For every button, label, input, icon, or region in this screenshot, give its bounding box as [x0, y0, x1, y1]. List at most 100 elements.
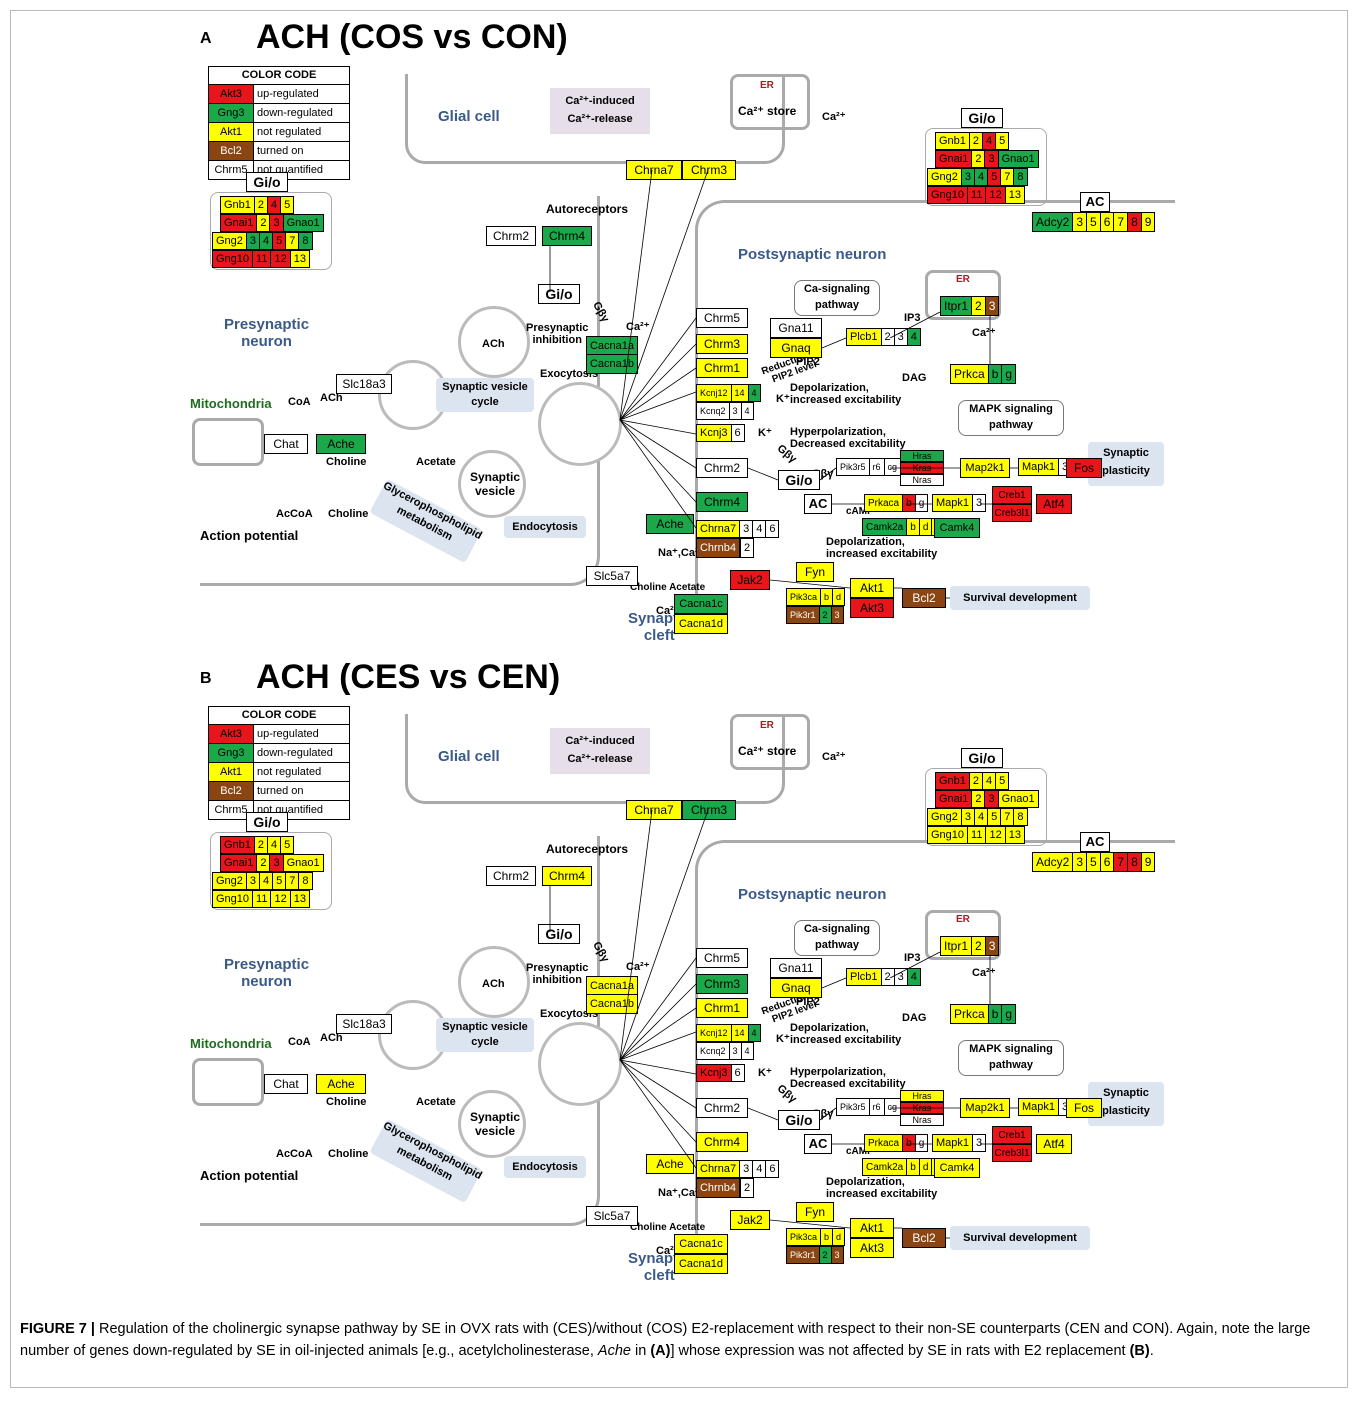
gene-cell: b — [907, 1159, 920, 1175]
gene-cell: 2 — [254, 197, 269, 213]
legend-header: COLOR CODE — [209, 707, 349, 725]
pip2-label: PIP2 — [796, 356, 820, 368]
gene-cacna1a: Cacna1a — [586, 336, 638, 356]
legend-swatch: Chrm5 — [209, 801, 254, 819]
gene-cell: Camk2a — [863, 1159, 908, 1175]
gene-cell: 4 — [975, 169, 989, 185]
gene-cell: g — [915, 1135, 928, 1151]
gene-cell: Gng10 — [213, 251, 254, 267]
gene-ache: Ache — [316, 434, 366, 454]
gene-fyn: Fyn — [796, 1202, 834, 1222]
er-post — [925, 270, 1001, 320]
gene-cell: Kcnq2 — [697, 1043, 730, 1059]
gene-cell: 8 — [1014, 809, 1027, 825]
gene-cell: d — [833, 1229, 845, 1245]
gene-cell: Kcnj12 — [697, 1025, 732, 1041]
legend-swatch: Akt3 — [209, 725, 254, 743]
gene-cell: 9 — [1141, 853, 1155, 871]
glial-membrane — [405, 714, 785, 804]
gene-cell: 2 — [972, 937, 986, 955]
gene-fyn: Fyn — [796, 562, 834, 582]
gene-slc5a7: Slc5a7 — [586, 1206, 638, 1226]
choline-label-2: Choline — [328, 1148, 369, 1160]
gene-cell: 2 — [819, 607, 832, 623]
arrow-line — [619, 419, 697, 435]
gene-chat: Chat — [264, 1074, 308, 1094]
gene-cell: 6 — [766, 1161, 779, 1177]
gene-chrm3: Chrm3 — [696, 974, 748, 994]
ca-store-label: Ca²⁺ store — [738, 744, 797, 758]
choline-label-2: Choline — [328, 508, 369, 520]
gene-cell: 11 — [253, 891, 272, 907]
gene-cell: Gnb1 — [221, 837, 255, 853]
gene-ache: Ache — [316, 1074, 366, 1094]
gene-cell: 4 — [260, 873, 274, 889]
legend-text: not regulated — [257, 126, 322, 138]
gene-slc18a3: Slc18a3 — [336, 1014, 392, 1034]
gene-hras: Hras — [900, 1090, 944, 1102]
gene-fos: Fos — [1066, 1098, 1102, 1118]
ca-label-3: Ca²⁺ — [656, 605, 680, 617]
gene-cell: 3 — [270, 855, 284, 871]
gene-cell: 2 — [972, 791, 986, 807]
gene-cell: 4 — [741, 1043, 753, 1059]
gene-cell: b — [907, 519, 920, 535]
gene-cell: Gnao1 — [283, 855, 323, 871]
gene-akt1: Akt1 — [850, 1218, 894, 1238]
gene-cell: Gnao1 — [998, 791, 1038, 807]
gene-cell: Itpr1 — [941, 937, 973, 955]
gene-cell: 3 — [1073, 853, 1088, 871]
arrow-line — [619, 391, 697, 421]
gene-cell: 14 — [731, 1025, 749, 1041]
gene-cell: Pik3r5 — [837, 459, 870, 475]
gene-slc18a3: Slc18a3 — [336, 374, 392, 394]
gene-cell: 2 — [819, 1247, 832, 1263]
gene-cell: Gng10 — [928, 827, 969, 843]
legend-text: up-regulated — [257, 728, 319, 740]
arrow-line — [619, 1059, 697, 1169]
arrow-line — [619, 1059, 697, 1143]
camp-label: cAMP — [846, 1146, 874, 1157]
gene-gna11: Gna11 — [770, 318, 822, 338]
gene-cell: Prkaca — [865, 495, 904, 511]
glial-cell-label: Glial cell — [438, 748, 500, 765]
gene-cell: 13 — [290, 891, 309, 907]
gene-chrm1: Chrm1 — [696, 358, 748, 378]
gene-cell: Mapk1 — [1019, 1099, 1060, 1115]
gene-cell: Gnb1 — [936, 133, 970, 149]
exocytosis-label: Exocytosis — [540, 368, 599, 380]
gene-cell: 4 — [907, 969, 920, 985]
gene-cell: 2 — [972, 297, 986, 315]
legend-swatch: Bcl2 — [209, 142, 254, 160]
gene-cell: g — [1002, 1005, 1016, 1023]
na-ca-label: Na⁺,Ca²⁺ — [658, 547, 705, 559]
postsynaptic-label: Postsynaptic neuron — [738, 886, 887, 903]
ca-label-4: Ca²⁺ — [972, 327, 996, 339]
gene-cell: 4 — [748, 385, 760, 401]
k-label-2: K⁺ — [758, 1067, 772, 1079]
figure-caption: FIGURE 7 | Regulation of the cholinergic… — [20, 1318, 1330, 1362]
gene-cell: 5 — [273, 233, 287, 249]
gene-cell: 5 — [1087, 853, 1101, 871]
gene-cell: 5 — [281, 837, 294, 853]
gene-jak2: Jak2 — [730, 570, 770, 590]
dag-label: DAG — [902, 372, 927, 384]
gene-cacna1b: Cacna1b — [586, 994, 638, 1014]
gene-creb3l1: Creb3l1 — [992, 504, 1032, 522]
gene-cell: Gng2 — [928, 169, 962, 185]
gene-chrna7-glia: Chrna7 — [626, 800, 682, 820]
acetate-label: Acetate — [416, 456, 456, 468]
gene-cell: 7 — [286, 233, 300, 249]
gio-post-frame — [925, 128, 1047, 206]
